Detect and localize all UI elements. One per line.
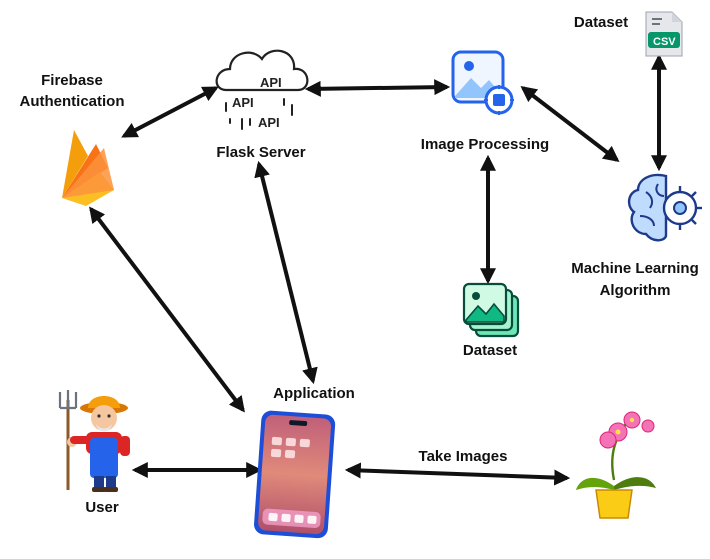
label-firebase-line2: Authentication [20, 93, 125, 110]
image-processing-icon [451, 50, 514, 115]
csv-text: CSV [653, 36, 676, 48]
csv-file-icon: CSV [645, 11, 683, 57]
label-flask-server: Flask Server [216, 144, 305, 161]
label-ml-line2: Algorithm [600, 282, 671, 299]
brain-gear-icon [627, 173, 702, 242]
arrow-firebase-application [89, 206, 245, 413]
arrow-flask-application [254, 160, 318, 385]
smartphone-icon [254, 410, 336, 539]
api-text: API [260, 75, 282, 90]
arrow-flask-image-processing [304, 79, 451, 97]
label-user: User [85, 499, 119, 516]
api-text: API [258, 115, 280, 130]
labels: Firebase Authentication Flask Server Ima… [20, 14, 699, 516]
label-take-images: Take Images [419, 448, 508, 465]
label-image-processing: Image Processing [421, 136, 549, 153]
arrow-image-processing-ml [520, 86, 620, 162]
label-dataset-top: Dataset [574, 14, 628, 31]
farmer-icon [58, 390, 130, 492]
orchid-plant-icon [576, 411, 656, 519]
arrow-firebase-flask [121, 86, 219, 138]
api-text: API [232, 95, 254, 110]
label-dataset-mid: Dataset [463, 342, 517, 359]
firebase-icon [62, 130, 114, 206]
label-firebase-line1: Firebase [41, 72, 103, 89]
label-application: Application [273, 385, 355, 402]
image-stack-icon [462, 282, 520, 338]
cloud-api-icon: API API API [215, 49, 309, 130]
label-ml-line1: Machine Learning [571, 260, 699, 277]
connections [89, 53, 667, 486]
arrow-application-plant [344, 462, 571, 486]
